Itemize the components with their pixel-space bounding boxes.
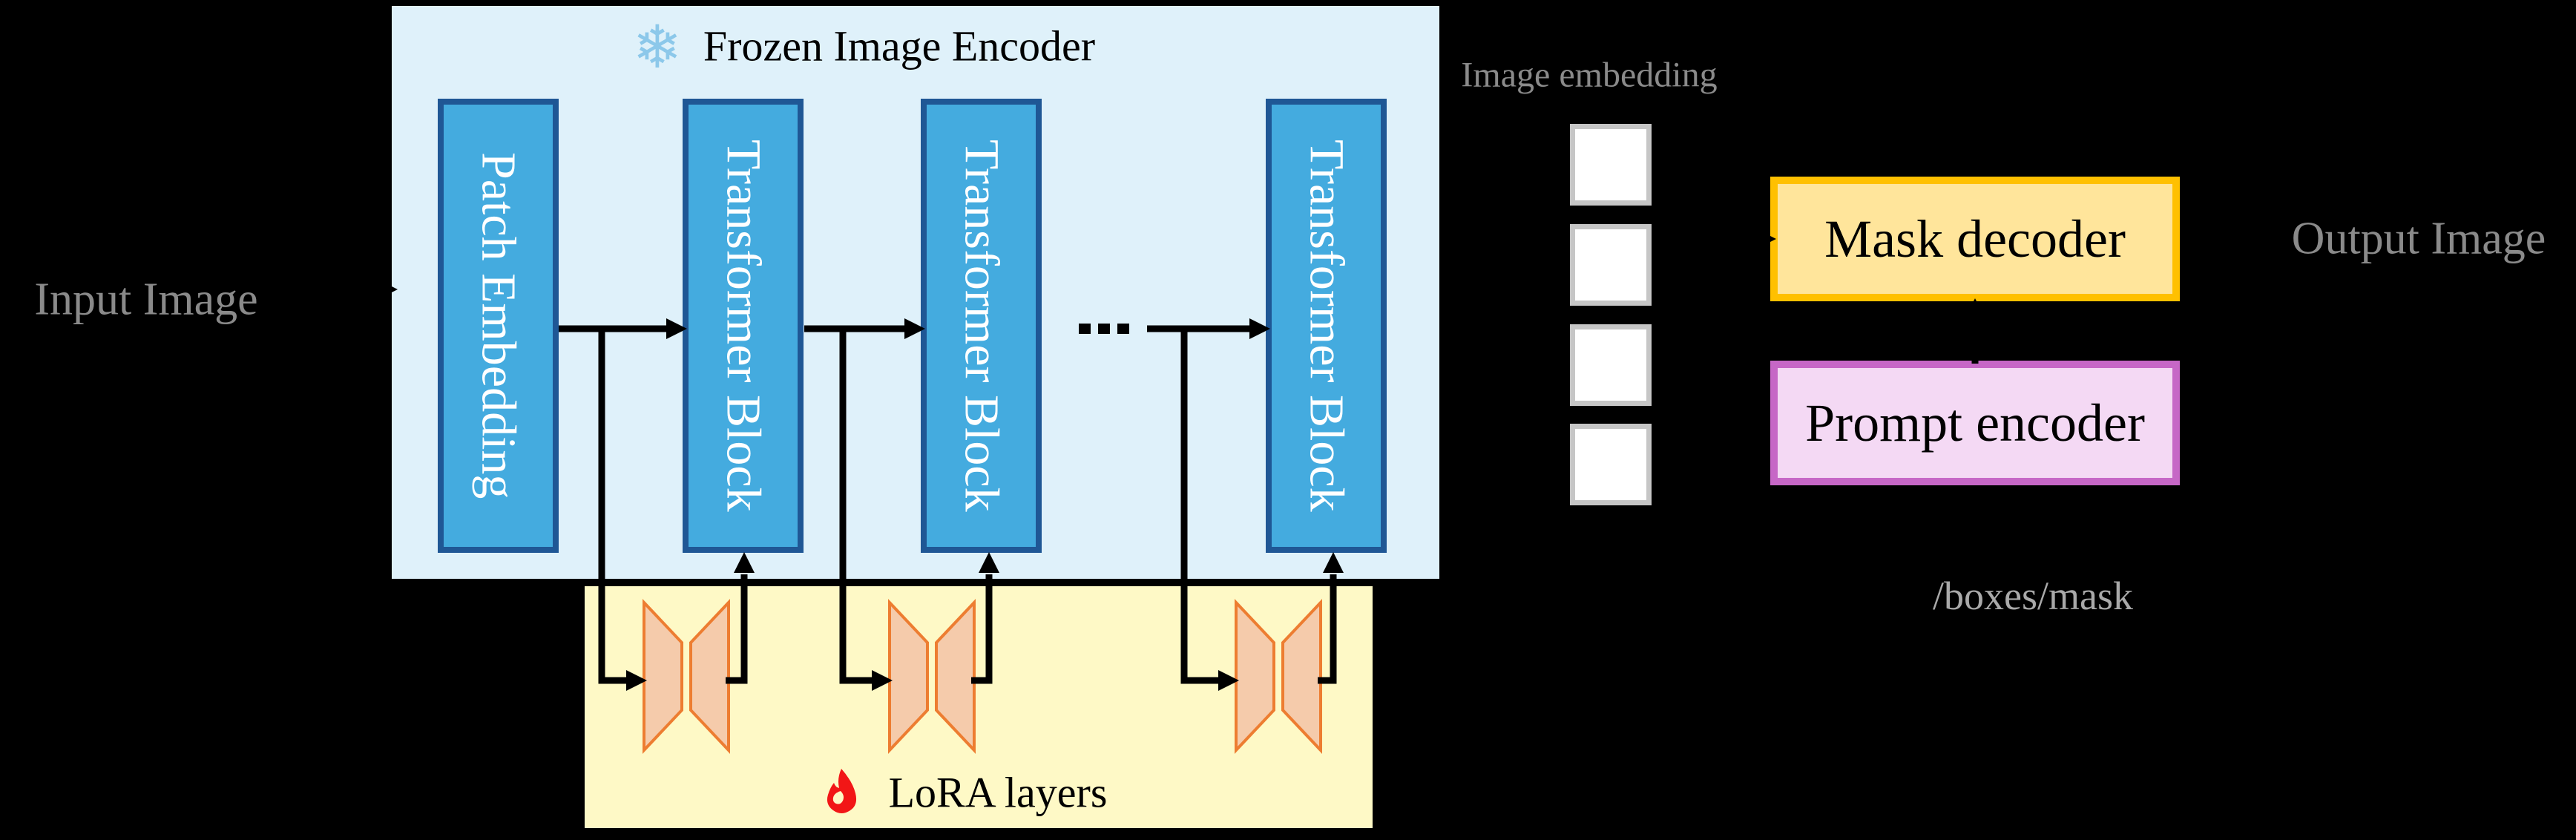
- arrow-mask-decoder-to-output: [2180, 229, 2273, 249]
- arrow-input-to-encoder: [273, 279, 398, 300]
- embedding-square: [1570, 124, 1652, 206]
- arrow-embedding-to-mask-decoder: [1652, 229, 1776, 249]
- prompt-encoder-label: Prompt encoder: [1805, 393, 2145, 453]
- frozen-image-encoder-box: [392, 6, 1439, 579]
- transformer-block-3: Transformer Block: [1266, 99, 1387, 553]
- snowflake-icon: ❄: [632, 13, 683, 82]
- transformer-block-label: Transformer Block: [954, 140, 1009, 512]
- output-image-label: Output Image: [2291, 213, 2546, 264]
- patch-embedding-label: Patch Embedding: [471, 152, 526, 499]
- mask-decoder-label: Mask decoder: [1824, 209, 2126, 269]
- transformer-block-label: Transformer Block: [1299, 140, 1354, 512]
- mask-decoder-box: Mask decoder: [1770, 177, 2180, 301]
- encoder-title: Frozen Image Encoder: [703, 22, 1096, 70]
- embedding-square: [1570, 224, 1652, 306]
- prompt-input-label: /boxes/mask: [1933, 574, 2133, 618]
- input-image-label: Input Image: [34, 274, 258, 325]
- embedding-square: [1570, 324, 1652, 406]
- lora-layers-label: LoRA layers: [888, 768, 1108, 817]
- arrow-prompt-to-mask-decoder: [1965, 298, 1985, 364]
- arrow-encoder-to-embedding: [1439, 319, 1565, 338]
- image-embedding-label: Image embedding: [1461, 55, 1718, 95]
- embedding-square: [1570, 424, 1652, 505]
- patch-embedding-block: Patch Embedding: [438, 99, 559, 553]
- transformer-block-label: Transformer Block: [716, 140, 771, 512]
- arrow-boxesmask-to-prompt: [1965, 491, 1985, 565]
- transformer-block-2: Transformer Block: [921, 99, 1042, 553]
- prompt-encoder-box: Prompt encoder: [1770, 361, 2180, 485]
- transformer-block-1: Transformer Block: [683, 99, 804, 553]
